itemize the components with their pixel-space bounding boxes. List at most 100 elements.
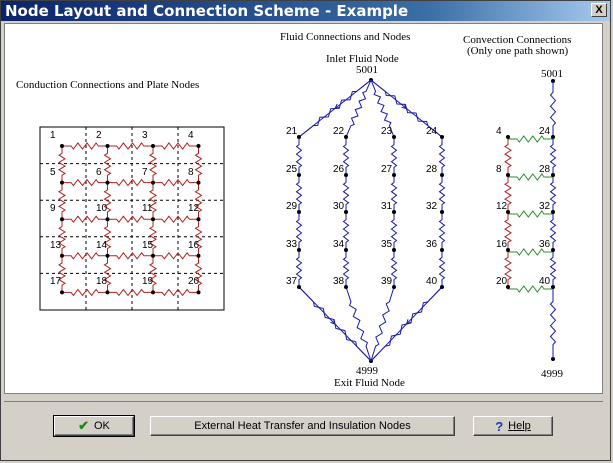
- conv-fluid-node-label: 40: [539, 276, 551, 287]
- fluid-node-label: 40: [426, 276, 438, 287]
- conduction-resistor-h: [153, 288, 199, 297]
- fluid-node-dot: [297, 135, 301, 139]
- conduction-resistor-v: [194, 146, 203, 183]
- plate-node-dot: [196, 180, 201, 185]
- exit-label: Exit Fluid Node: [334, 377, 405, 389]
- conduction-resistor-v: [58, 219, 66, 256]
- conv-plate-node-label: 4: [496, 126, 502, 137]
- conduction-resistor-h: [153, 251, 199, 260]
- fluid-resistor: [342, 250, 350, 287]
- plate-node-dot: [151, 290, 155, 295]
- conv-exit-label: 4999: [541, 368, 563, 380]
- fluid-node-dot: [440, 248, 444, 252]
- plate-node-label: 12: [188, 203, 200, 215]
- conv-fluid-node-label: 24: [539, 126, 551, 137]
- fluid-node-dot: [392, 210, 396, 214]
- conv-plate-resistor: [504, 250, 512, 287]
- fluid-node-dot: [440, 135, 444, 139]
- fluid-resistor: [390, 137, 398, 175]
- plate-node-label: 15: [142, 239, 154, 251]
- conduction-resistor-v: [103, 219, 112, 256]
- conv-fluid-node-dot: [551, 248, 555, 252]
- plate-node-label: 6: [96, 166, 102, 178]
- button-bar: ✔ OK External Heat Transfer and Insulati…: [4, 401, 603, 457]
- fluid-node-label: 26: [333, 164, 345, 175]
- conv-fluid-resistor: [549, 287, 557, 359]
- external-button-label: External Heat Transfer and Insulation No…: [194, 420, 411, 432]
- plate-node-dot: [60, 144, 64, 148]
- plate-node-label: 19: [142, 276, 154, 288]
- plate-node-dot: [196, 144, 201, 148]
- conduction-resistor-v: [194, 219, 203, 256]
- fluid-resistor: [438, 175, 446, 212]
- fluid-node-dot: [344, 248, 348, 252]
- conv-fluid-resistor: [549, 212, 557, 250]
- conduction-resistor-v: [149, 255, 157, 293]
- conduction-resistor-h: [107, 142, 153, 150]
- ok-button[interactable]: ✔ OK: [53, 415, 135, 437]
- fluid-node-label: 21: [286, 126, 298, 137]
- fluid-title: Fluid Connections and Nodes: [280, 31, 411, 43]
- ok-button-label: OK: [94, 420, 110, 432]
- fluid-node-label: 32: [426, 201, 438, 212]
- conduction-resistor-h: [107, 288, 153, 297]
- inlet-node-label: 5001: [356, 64, 378, 76]
- fluid-resistor: [295, 212, 303, 250]
- conduction-resistor-v: [103, 182, 112, 220]
- conv-plate-node-dot: [506, 173, 510, 177]
- fluid-node-label: 37: [286, 276, 298, 287]
- close-button[interactable]: X: [591, 3, 607, 17]
- fluid-resistor: [438, 212, 446, 250]
- fluid-node-label: 35: [381, 239, 393, 250]
- flow-arrow-icon-head: [330, 319, 336, 325]
- fluid-node-dot: [392, 285, 396, 289]
- plate-node-label: 4: [188, 130, 194, 141]
- plate-node-dot: [105, 180, 110, 185]
- conduction-resistor-v: [103, 255, 112, 293]
- help-question-icon: ?: [495, 418, 504, 434]
- flow-arrow-icon-head: [334, 103, 340, 110]
- convection-resistor: [508, 248, 553, 256]
- conduction-resistor-v: [149, 182, 157, 220]
- conv-fluid-node-dot: [551, 173, 555, 177]
- conduction-resistor-h: [107, 215, 153, 224]
- conv-fluid-node-label: 36: [539, 239, 551, 250]
- fluid-resistor: [295, 175, 303, 212]
- conv-plate-resistor: [504, 137, 512, 175]
- fluid-node-label: 31: [381, 201, 393, 212]
- help-button-label: Help: [508, 420, 531, 432]
- conv-inlet-label: 5001: [541, 68, 563, 80]
- conduction-resistor-v: [149, 146, 157, 183]
- fluid-inlet-branch: [345, 79, 372, 138]
- plate-node-label: 10: [96, 203, 108, 215]
- conduction-resistor-v: [58, 255, 66, 293]
- plate-node-dot: [60, 253, 64, 258]
- fluid-resistor: [295, 250, 303, 287]
- title-bar[interactable]: Node Layout and Connection Scheme - Exam…: [1, 1, 610, 21]
- plate-node-label: 13: [50, 239, 62, 251]
- plate-node-label: 17: [50, 276, 62, 288]
- conv-plate-node-label: 20: [496, 276, 508, 287]
- conv-fluid-node-dot: [551, 135, 555, 139]
- convection-resistor: [508, 285, 553, 293]
- checkmark-icon: ✔: [78, 418, 89, 433]
- conv-plate-node-dot: [506, 285, 510, 289]
- convection-title: Convection Connections: [463, 34, 572, 46]
- conv-plate-resistor: [504, 212, 512, 250]
- conv-plate-node-dot: [506, 248, 510, 252]
- help-button[interactable]: ? Help: [473, 416, 553, 436]
- fluid-node-dot: [344, 285, 348, 289]
- conv-plate-node-dot: [506, 135, 510, 139]
- fluid-resistor: [390, 212, 398, 250]
- fluid-node-dot: [344, 173, 348, 177]
- conduction-resistor-h: [153, 215, 199, 224]
- external-heat-transfer-button[interactable]: External Heat Transfer and Insulation No…: [150, 416, 455, 436]
- plate-node-dot: [60, 290, 64, 295]
- plate-node-label: 1: [50, 130, 56, 141]
- fluid-node-dot: [344, 210, 348, 214]
- conduction-resistor-h: [153, 178, 199, 187]
- fluid-node-label: 28: [426, 164, 438, 175]
- window-title: Node Layout and Connection Scheme - Exam…: [5, 2, 409, 20]
- conv-fluid-resistor: [549, 137, 557, 175]
- plate-node-label: 18: [96, 276, 108, 288]
